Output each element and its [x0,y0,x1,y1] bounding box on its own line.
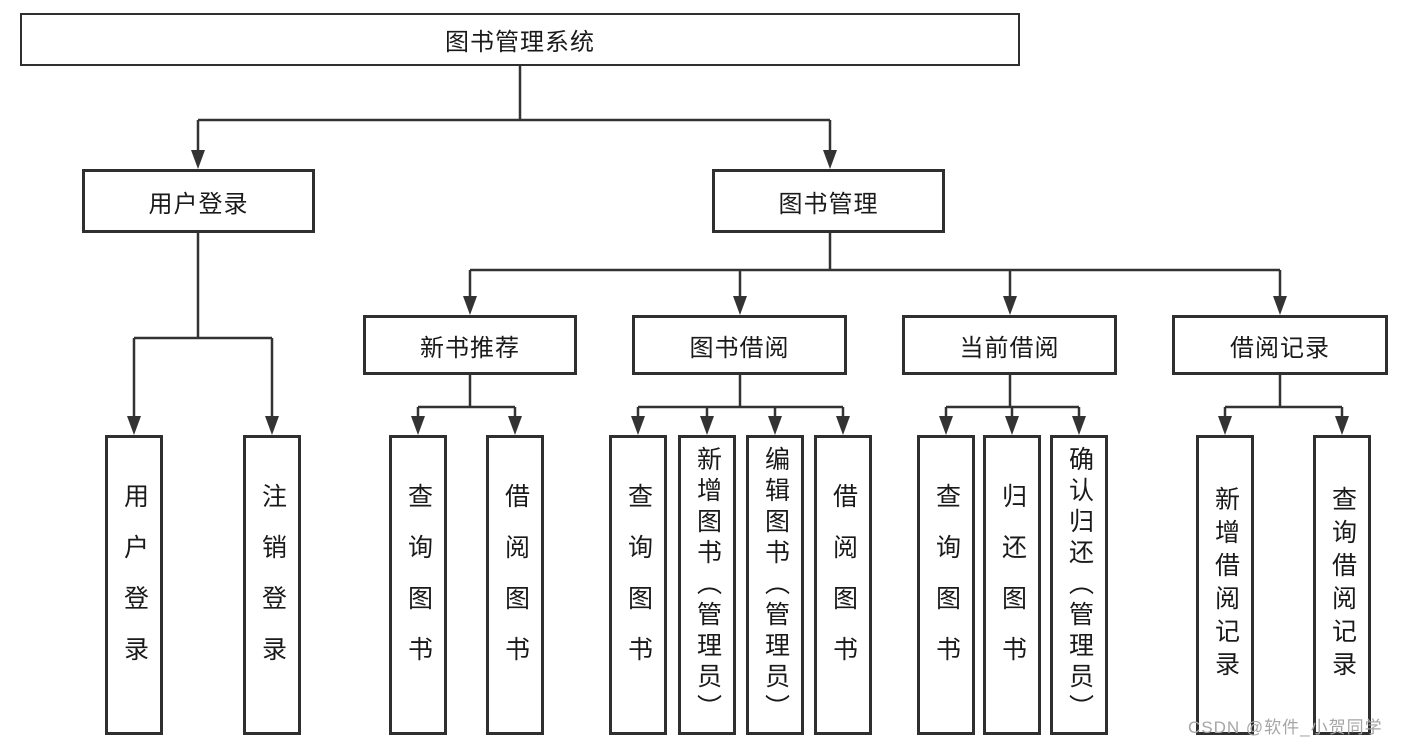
leaf-logout-label: 注销登录 [258,483,287,687]
leaf-query-books-1: 查询图书 [389,435,447,735]
node-book-borrow-label: 图书借阅 [689,334,790,362]
leaf-add-borrow-record: 新增借阅记录 [1196,435,1254,735]
arrowheads [127,150,1349,435]
leaf-user-login-label: 用户登录 [120,483,149,687]
leaf-edit-book-admin-label: 编辑图书（管理员） [761,445,790,725]
node-user-login-label: 用户登录 [148,190,249,218]
leaf-return-book-label: 归还图书 [998,483,1027,687]
node-current-borrow: 当前借阅 [902,315,1117,375]
leaf-query-borrow-record: 查询借阅记录 [1313,435,1371,735]
node-user-login: 用户登录 [82,169,315,233]
node-borrow-records: 借阅记录 [1172,315,1388,375]
leaf-add-book-admin: 新增图书（管理员） [678,435,736,735]
node-book-management-label: 图书管理 [778,190,879,218]
node-library-system: 图书管理系统 [20,13,1020,66]
leaf-return-book: 归还图书 [983,435,1041,735]
leaf-edit-book-admin: 编辑图书（管理员） [746,435,804,735]
leaf-confirm-return-admin-label: 确认归还（管理员） [1065,445,1094,725]
node-current-borrow-label: 当前借阅 [959,334,1060,362]
leaf-query-books-1-label: 查询图书 [404,483,433,687]
leaf-query-books-3: 查询图书 [917,435,975,735]
leaf-query-books-2: 查询图书 [609,435,667,735]
leaf-add-borrow-record-label: 新增借阅记录 [1211,486,1240,684]
node-book-management: 图书管理 [712,169,945,233]
node-borrow-records-label: 借阅记录 [1230,334,1330,362]
leaf-borrow-books-1-label: 借阅图书 [501,483,530,687]
leaf-borrow-books-2-label: 借阅图书 [829,483,858,687]
node-library-system-label: 图书管理系统 [445,29,595,56]
leaf-query-books-2-label: 查询图书 [624,483,653,687]
leaf-add-book-admin-label: 新增图书（管理员） [693,445,722,725]
node-new-book-recommend: 新书推荐 [363,315,577,375]
leaf-user-login: 用户登录 [105,435,163,735]
leaf-confirm-return-admin: 确认归还（管理员） [1050,435,1108,735]
watermark-text: CSDN @软件_小贺同学 [1188,718,1383,737]
node-new-book-recommend-label: 新书推荐 [420,334,520,362]
leaf-query-borrow-record-label: 查询借阅记录 [1328,486,1357,684]
node-book-borrow: 图书借阅 [632,315,847,375]
leaf-logout: 注销登录 [243,435,301,735]
leaf-borrow-books-1: 借阅图书 [486,435,544,735]
leaf-query-books-3-label: 查询图书 [932,483,961,687]
leaf-borrow-books-2: 借阅图书 [814,435,872,735]
